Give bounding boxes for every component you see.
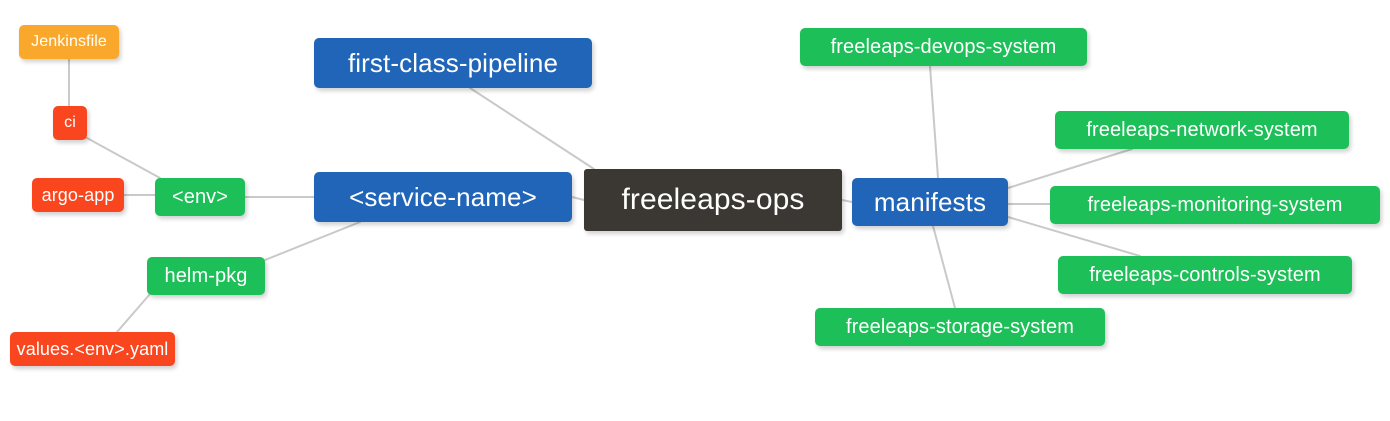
node-label-freeleaps-monitoring-system: freeleaps-monitoring-system bbox=[1087, 194, 1343, 216]
node-label-freeleaps-network-system: freeleaps-network-system bbox=[1086, 119, 1318, 141]
edge-helm-pkg-to-values-env-yaml bbox=[116, 293, 151, 333]
node-values-env-yaml[interactable]: values.<env>.yaml bbox=[10, 332, 175, 366]
node-label-freeleaps-ops: freeleaps-ops bbox=[621, 183, 805, 216]
node-label-service-name: <service-name> bbox=[349, 182, 537, 212]
edge-manifests-to-freeleaps-network-system bbox=[1007, 148, 1133, 189]
node-label-ci: ci bbox=[64, 114, 76, 131]
node-freeleaps-ops[interactable]: freeleaps-ops bbox=[584, 169, 842, 231]
edge-env-to-ci bbox=[86, 137, 161, 179]
node-label-values-env-yaml: values.<env>.yaml bbox=[16, 339, 169, 359]
node-env[interactable]: <env> bbox=[155, 178, 245, 216]
node-service-name[interactable]: <service-name> bbox=[314, 172, 572, 222]
node-label-jenkinsfile: Jenkinsfile bbox=[31, 33, 107, 50]
edge-freeleaps-ops-to-manifests bbox=[841, 199, 853, 203]
node-label-first-class-pipeline: first-class-pipeline bbox=[347, 48, 559, 78]
node-label-freeleaps-storage-system: freeleaps-storage-system bbox=[845, 316, 1075, 338]
node-label-manifests: manifests bbox=[873, 187, 987, 217]
edge-freeleaps-ops-to-first-class-pipeline bbox=[469, 87, 595, 170]
node-label-freeleaps-devops-system: freeleaps-devops-system bbox=[830, 36, 1057, 58]
node-label-argo-app: argo-app bbox=[41, 185, 115, 205]
node-freeleaps-monitoring-system[interactable]: freeleaps-monitoring-system bbox=[1050, 186, 1380, 224]
edge-service-name-to-helm-pkg bbox=[249, 221, 361, 267]
node-freeleaps-storage-system[interactable]: freeleaps-storage-system bbox=[815, 308, 1105, 346]
node-argo-app[interactable]: argo-app bbox=[32, 178, 124, 212]
node-helm-pkg[interactable]: helm-pkg bbox=[147, 257, 265, 295]
node-label-env: <env> bbox=[171, 186, 229, 208]
node-label-freeleaps-controls-system: freeleaps-controls-system bbox=[1089, 264, 1321, 286]
node-first-class-pipeline[interactable]: first-class-pipeline bbox=[314, 38, 592, 88]
node-freeleaps-devops-system[interactable]: freeleaps-devops-system bbox=[800, 28, 1087, 66]
edge-manifests-to-freeleaps-devops-system bbox=[929, 65, 939, 179]
edge-manifests-to-freeleaps-storage-system bbox=[932, 225, 956, 309]
node-freeleaps-network-system[interactable]: freeleaps-network-system bbox=[1055, 111, 1349, 149]
node-freeleaps-controls-system[interactable]: freeleaps-controls-system bbox=[1058, 256, 1352, 294]
node-jenkinsfile[interactable]: Jenkinsfile bbox=[19, 25, 119, 59]
node-label-helm-pkg: helm-pkg bbox=[164, 265, 248, 287]
node-manifests[interactable]: manifests bbox=[852, 178, 1008, 226]
node-ci[interactable]: ci bbox=[53, 106, 87, 140]
edge-freeleaps-ops-to-service-name bbox=[571, 196, 585, 201]
